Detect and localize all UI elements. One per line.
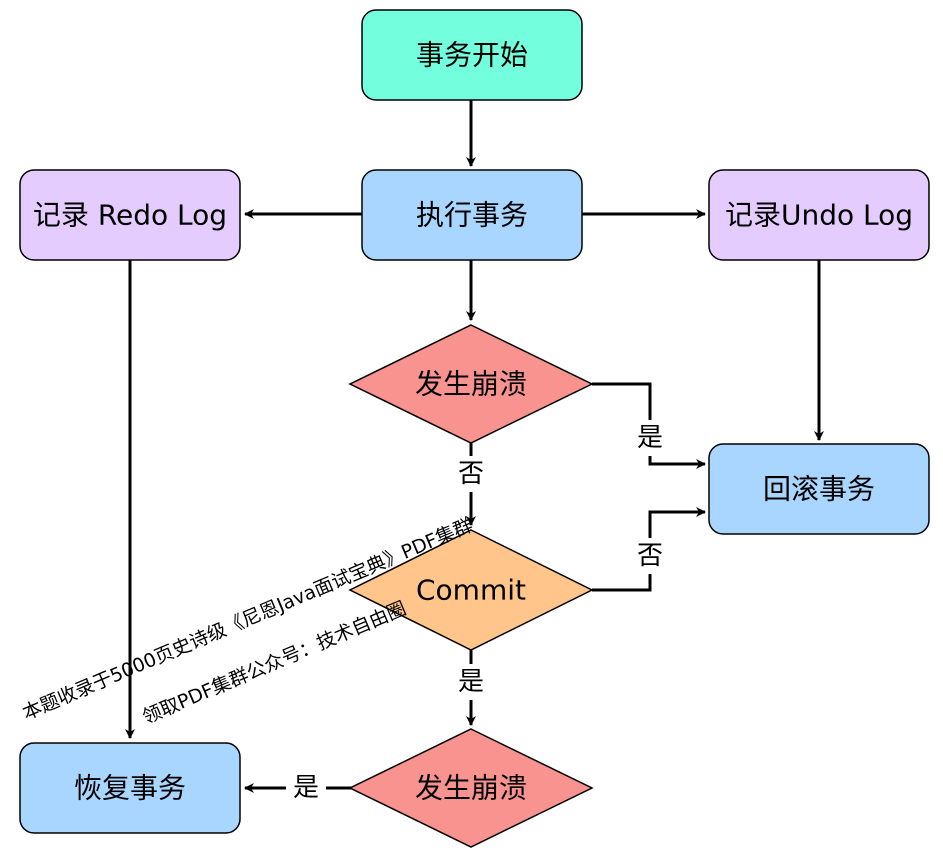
watermark: 本题收录于5000页史诗级《尼恩Java面试宝典》PDF集群 领取PDF集群公众… (19, 514, 475, 728)
node-crash-1[interactable] (348, 324, 594, 444)
edge-label-crash2-yes: 是 (293, 773, 319, 803)
node-crash-2-label: 发生崩溃 (415, 772, 527, 805)
node-redo-log-label: 记录 Redo Log (33, 199, 227, 232)
edge-label-commit-yes: 是 (458, 667, 484, 697)
edge-label-backgrounds (286, 420, 668, 806)
edge-label-commit-no: 否 (637, 541, 663, 571)
node-redo-log[interactable] (19, 169, 241, 261)
node-recover-label: 恢复事务 (74, 772, 186, 805)
node-undo-log-label: 记录Undo Log (725, 199, 913, 232)
node-crash-2[interactable] (348, 728, 594, 848)
node-execute[interactable] (361, 169, 583, 261)
node-rollback-label: 回滚事务 (763, 473, 875, 506)
node-recover[interactable] (19, 742, 241, 834)
watermark-line-1: 本题收录于5000页史诗级《尼恩Java面试宝典》PDF集群 (19, 514, 475, 724)
node-execute-label: 执行事务 (416, 199, 528, 232)
node-commit-label: Commit (416, 574, 526, 607)
node-undo-log[interactable] (708, 169, 930, 261)
edge-label-crash1-no: 否 (458, 459, 484, 489)
nodes (19, 9, 930, 848)
edge-label-crash1-yes: 是 (637, 423, 663, 453)
node-commit[interactable] (348, 529, 594, 651)
node-start-label: 事务开始 (416, 39, 528, 72)
node-start[interactable] (361, 9, 583, 101)
node-crash-1-label: 发生崩溃 (415, 368, 527, 401)
node-rollback[interactable] (708, 443, 930, 535)
